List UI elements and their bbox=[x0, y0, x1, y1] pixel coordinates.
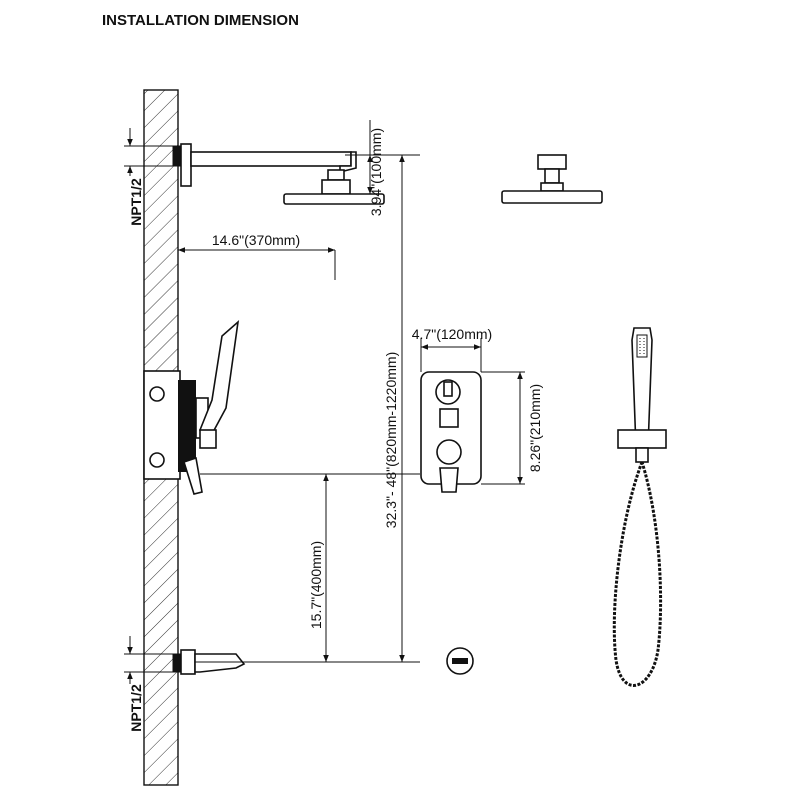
spout-front bbox=[446, 647, 474, 675]
label-npt-top: NPT1/2 bbox=[128, 178, 144, 226]
label-valve-width: 4.7"(120mm) bbox=[412, 326, 492, 342]
label-valve-to-spout: 15.7"(400mm) bbox=[308, 541, 324, 629]
label-arm-length: 14.6"(370mm) bbox=[212, 232, 300, 248]
shower-head-front bbox=[501, 154, 603, 204]
diagram-title: INSTALLATION DIMENSION bbox=[102, 12, 299, 29]
label-arm-rise: 3.94"(100mm) bbox=[368, 128, 384, 216]
dimension-lines bbox=[124, 120, 523, 684]
valve-side bbox=[143, 319, 240, 495]
shower-arm-side bbox=[172, 143, 385, 205]
valve-trim-front bbox=[420, 371, 482, 493]
label-total-height: 32.3"- 48"(820mm-1220mm) bbox=[383, 352, 399, 528]
hand-shower bbox=[612, 327, 667, 687]
label-valve-height: 8.26"(210mm) bbox=[527, 384, 543, 472]
label-npt-bottom: NPT1/2 bbox=[128, 684, 144, 732]
